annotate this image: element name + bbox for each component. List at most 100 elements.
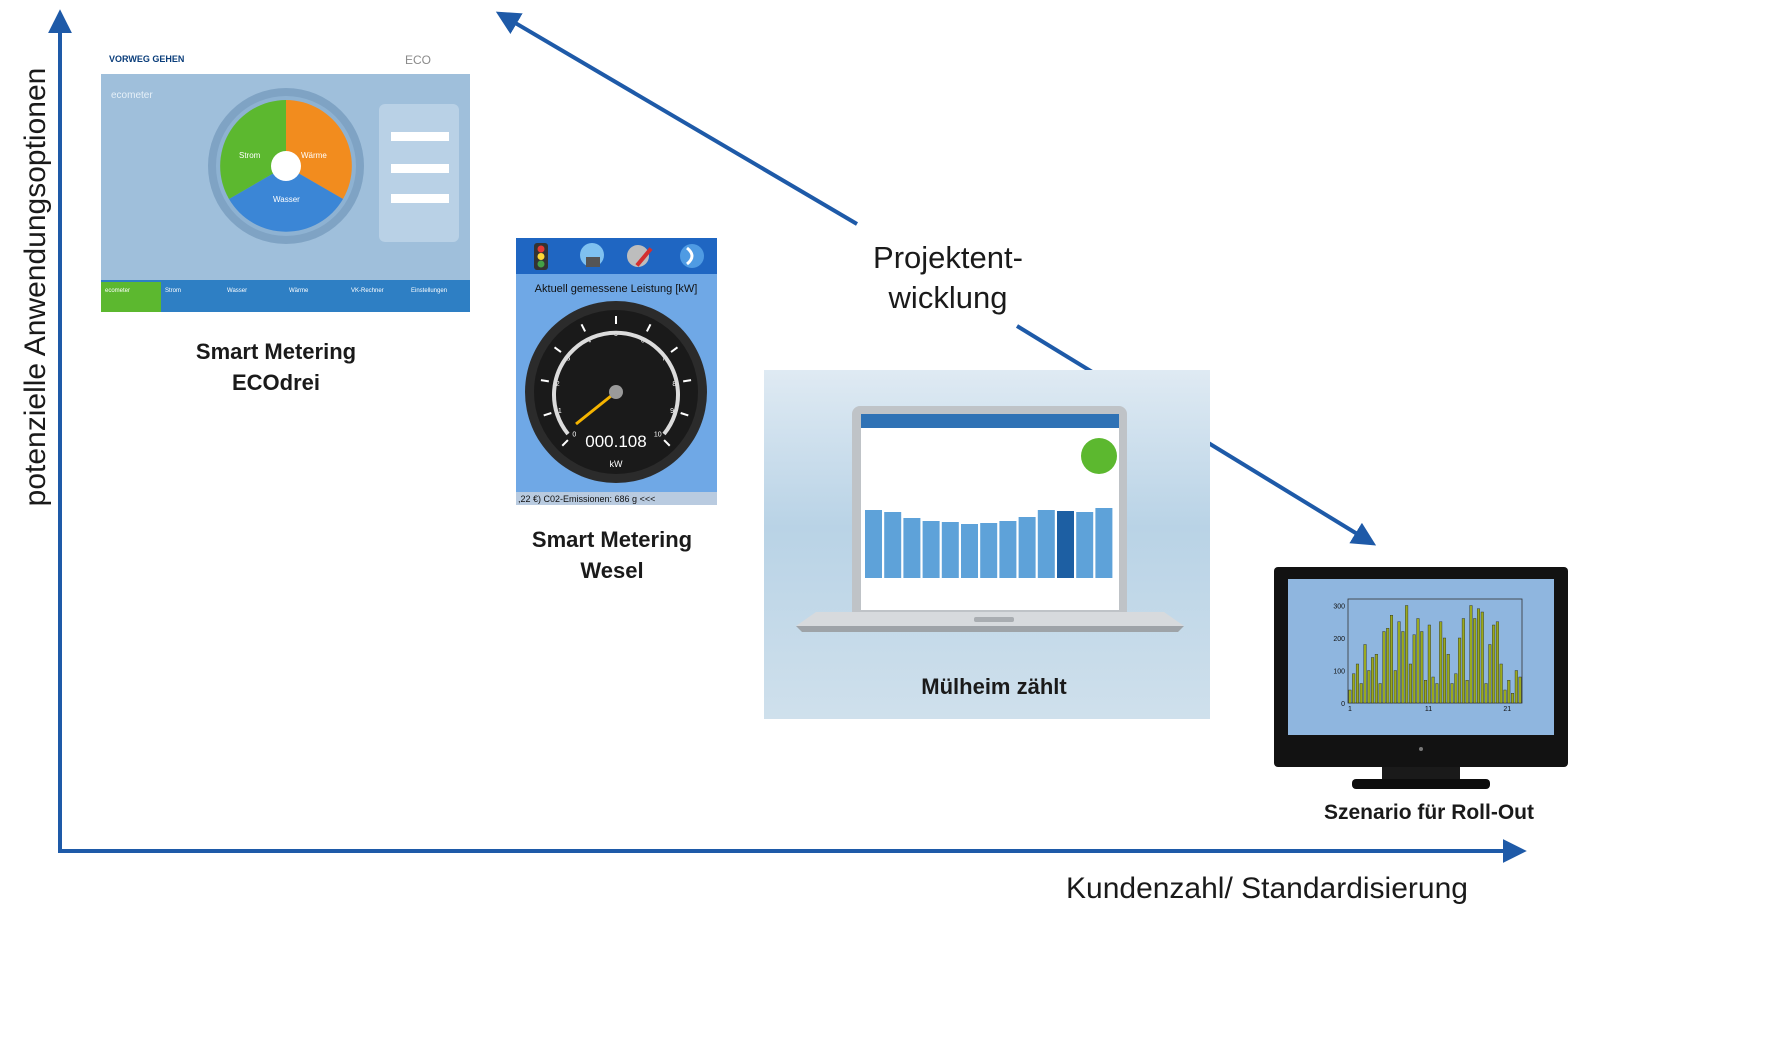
- traffic-light-icon[interactable]: [534, 243, 548, 270]
- gauge-tick-label: 10: [654, 432, 662, 439]
- chart-bar: [1405, 605, 1409, 704]
- chart-bar: [1408, 663, 1412, 704]
- chart-bar: [1511, 693, 1515, 704]
- chart-bar: [1507, 680, 1511, 704]
- label-wesel: Smart Metering Wesel: [492, 524, 732, 586]
- phone-icon[interactable]: [680, 244, 704, 268]
- chart-bar: [1461, 618, 1465, 704]
- x-axis-label: Kundenzahl/ Standardisierung: [1066, 872, 1468, 905]
- chart-bar: [1495, 621, 1499, 704]
- gauge-tick: [540, 379, 549, 383]
- ecodrei-tab[interactable]: Wasser: [227, 288, 247, 294]
- chart-bar: [1378, 683, 1382, 704]
- ecodrei-segment-wasser: Wasser: [273, 195, 300, 204]
- gauge-tick-label: 9: [670, 408, 674, 415]
- chart-bar: [1469, 605, 1473, 704]
- label-ecodrei: Smart Metering ECOdrei: [151, 336, 401, 398]
- gauge-tick-label: 0: [572, 432, 576, 439]
- consumption-bar: [922, 521, 940, 578]
- chart-bar: [1442, 637, 1446, 704]
- chart-bar: [1488, 644, 1492, 704]
- wesel-caption: Aktuell gemessene Leistung [kW]: [535, 283, 698, 295]
- chart-bar: [1450, 683, 1454, 704]
- chart-bar: [1390, 615, 1393, 704]
- chart-bar: [1348, 689, 1352, 704]
- chart-frame: [1347, 598, 1523, 704]
- gauge-tick: [580, 323, 587, 332]
- chart-bar: [1480, 611, 1484, 704]
- gauge-tick: [645, 323, 652, 332]
- gauge-tick: [683, 379, 692, 383]
- gauge-tick-label: 4: [587, 337, 591, 344]
- chart-bar: [1473, 618, 1477, 704]
- ecodrei-tab[interactable]: Einstellungen: [411, 288, 447, 294]
- y-tick-label: 0: [1341, 701, 1345, 708]
- chart-bar: [1458, 637, 1462, 704]
- wesel-ticker: ,22 €) C02-Emissionen: 686 g <<<: [518, 494, 655, 504]
- wesel-reading: 000.108: [585, 432, 646, 451]
- y-tick-label: 300: [1333, 604, 1345, 611]
- chart-bar: [1454, 673, 1458, 704]
- chart-bar: [1424, 680, 1428, 704]
- chart-bar: [1484, 683, 1488, 704]
- gauge-tick-label: 7: [662, 355, 666, 362]
- ecodrei-segment-strom: Strom: [239, 151, 261, 160]
- chart-bar: [1371, 657, 1375, 704]
- label-ecodrei-line1: Smart Metering: [195, 339, 357, 364]
- consumption-bars: [865, 508, 1113, 578]
- gauge-tick: [561, 439, 569, 447]
- ecodrei-tab[interactable]: Strom: [165, 288, 181, 294]
- settings-tools-icon[interactable]: [627, 245, 653, 267]
- y-tick-label: 200: [1333, 636, 1345, 643]
- consumption-bar: [980, 523, 998, 578]
- globe-monitor-icon[interactable]: [580, 243, 604, 267]
- ecodrei-screenshot: VORWEG GEHEN ECO ecometer Strom Wärme Wa…: [101, 46, 470, 312]
- chart-bar: [1427, 624, 1431, 704]
- chart-bar: [1359, 683, 1363, 704]
- chart-bar: [1363, 644, 1367, 704]
- gauge-tick: [663, 439, 671, 447]
- label-wesel-line1: Smart Metering: [531, 527, 693, 552]
- y-tick-label: 100: [1333, 669, 1345, 676]
- gauge-tick-label: 3: [566, 355, 570, 362]
- consumption-bar: [1057, 511, 1074, 578]
- gauge-tick: [680, 412, 689, 417]
- chart-bar: [1439, 621, 1443, 704]
- center-label: Projektent- wicklung: [840, 238, 1056, 318]
- ecodrei-tab[interactable]: Wärme: [289, 288, 309, 294]
- gauge-tick-label: 2: [556, 381, 560, 388]
- consumption-bar: [961, 524, 978, 578]
- consumption-bar: [865, 510, 882, 578]
- x-tick-label: 1: [1348, 706, 1352, 713]
- label-muelheim: Mülheim zählt: [874, 671, 1114, 702]
- consumption-bar: [941, 522, 959, 578]
- label-muelheim-line1: Mülheim zählt: [921, 674, 1067, 699]
- chart-bar: [1352, 673, 1356, 704]
- consumption-bar: [1095, 508, 1113, 578]
- chart-bar: [1435, 683, 1439, 704]
- ecodrei-tab[interactable]: VK-Rechner: [351, 288, 384, 294]
- consumption-bar: [1037, 510, 1055, 578]
- gauge-tick-label: 8: [672, 381, 676, 388]
- chart-bar: [1401, 631, 1405, 704]
- ecodrei-title: ecometer: [111, 90, 153, 101]
- chart-bar: [1446, 654, 1450, 704]
- y-axis-label: potenzielle Anwendungsoptionen: [19, 67, 52, 507]
- chart-bar: [1503, 689, 1507, 704]
- label-ecodrei-line2: ECOdrei: [231, 370, 321, 395]
- chart-bar: [1514, 670, 1518, 704]
- gauge-tick: [670, 346, 679, 353]
- consumption-bar: [999, 521, 1017, 578]
- x-tick-label: 11: [1425, 706, 1432, 713]
- chart-bar: [1386, 628, 1390, 704]
- ecodrei-tab[interactable]: ecometer: [105, 288, 130, 294]
- chart-bar: [1416, 618, 1420, 704]
- chart-bar: [1499, 663, 1503, 704]
- ecodrei-brand-left: VORWEG GEHEN: [109, 54, 184, 64]
- chart-bar: [1477, 608, 1480, 704]
- wesel-screenshot: Aktuell gemessene Leistung [kW] 01234567…: [516, 238, 717, 505]
- muelheim-screenshot: [764, 370, 1210, 719]
